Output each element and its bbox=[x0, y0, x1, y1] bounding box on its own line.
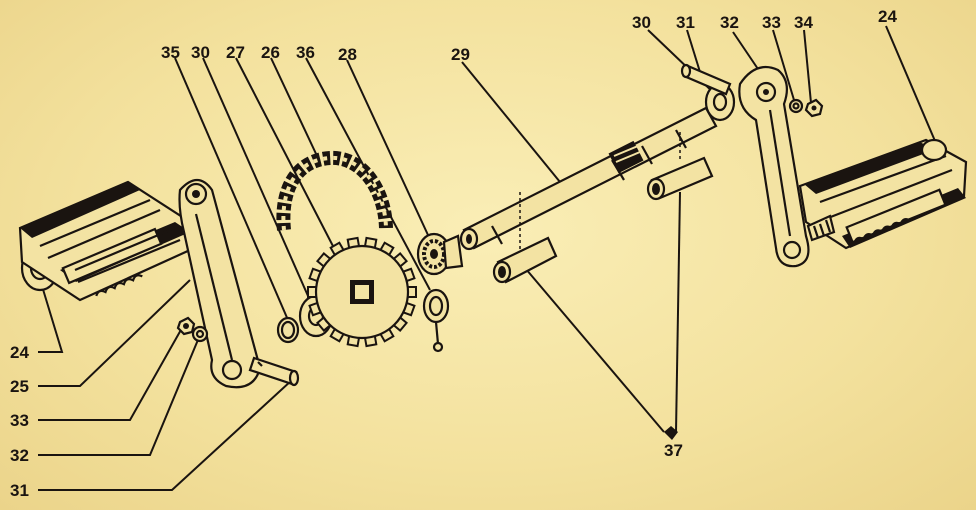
labels: 35 30 27 26 36 28 29 30 31 32 33 34 24 2… bbox=[10, 7, 897, 500]
leader-37-arrow bbox=[664, 426, 678, 440]
label-28: 28 bbox=[338, 45, 357, 64]
leader-33-left bbox=[38, 327, 183, 421]
label-27: 27 bbox=[226, 43, 245, 62]
leader-36 bbox=[305, 57, 431, 291]
label-30-left: 30 bbox=[191, 43, 210, 62]
leader-32-left bbox=[38, 334, 201, 456]
leader-28 bbox=[346, 59, 429, 236]
leader-33-right bbox=[772, 29, 795, 101]
label-32-left: 32 bbox=[10, 446, 29, 465]
leader-24-right bbox=[885, 25, 939, 149]
leader-34 bbox=[803, 29, 812, 104]
label-34: 34 bbox=[794, 13, 813, 32]
leader-26 bbox=[270, 57, 319, 159]
label-26: 26 bbox=[261, 43, 280, 62]
label-32-right: 32 bbox=[720, 13, 739, 32]
leader-24-left bbox=[38, 285, 64, 353]
leader-31-right bbox=[686, 29, 701, 73]
leader-37-b bbox=[675, 191, 681, 433]
label-36: 36 bbox=[296, 43, 315, 62]
label-30-right: 30 bbox=[632, 13, 651, 32]
leader-35 bbox=[174, 57, 289, 321]
label-24-left: 24 bbox=[10, 343, 29, 362]
leader-25 bbox=[38, 279, 191, 387]
label-29: 29 bbox=[451, 45, 470, 64]
leader-29 bbox=[461, 61, 561, 183]
label-37: 37 bbox=[664, 441, 683, 460]
label-24-right: 24 bbox=[878, 7, 897, 26]
right-crank bbox=[680, 63, 824, 268]
axle bbox=[459, 106, 718, 251]
label-33-right: 33 bbox=[762, 13, 781, 32]
label-33-left: 33 bbox=[10, 411, 29, 430]
label-25: 25 bbox=[10, 377, 29, 396]
leader-lines bbox=[38, 25, 939, 491]
label-35: 35 bbox=[161, 43, 180, 62]
chainring-assembly bbox=[276, 150, 464, 353]
leader-32-right bbox=[732, 31, 761, 73]
label-31-right: 31 bbox=[676, 13, 695, 32]
right-pedal bbox=[798, 138, 968, 250]
leader-31-left bbox=[38, 379, 293, 491]
label-31-left: 31 bbox=[10, 481, 29, 500]
leader-37-a bbox=[519, 261, 665, 433]
left-crank bbox=[176, 178, 300, 389]
left-pedal bbox=[18, 180, 192, 302]
bushings bbox=[492, 156, 714, 284]
leader-27 bbox=[235, 57, 336, 251]
leader-30-left bbox=[202, 57, 313, 306]
